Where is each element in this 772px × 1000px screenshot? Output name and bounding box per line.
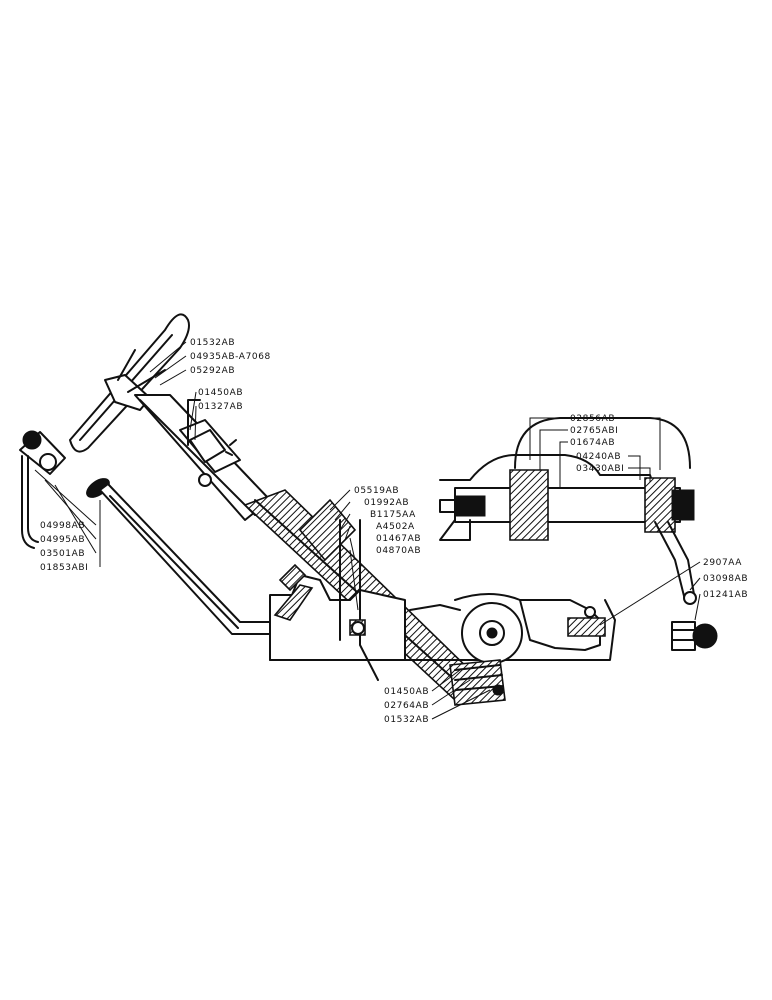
label-a4502a: A4502A: [376, 522, 415, 532]
label-04995ab: 04995AB: [40, 535, 85, 545]
steering-wheel: [69, 313, 190, 453]
label-03430abi: 03430ABI: [576, 464, 624, 474]
pitman-arm-linkage: [519, 599, 606, 651]
label-01674ab: 01674AB: [570, 438, 615, 448]
label-01532ab-top: 01532AB: [190, 338, 235, 348]
label-04998ab: 04998AB: [40, 521, 85, 531]
label-04240ab: 04240AB: [576, 452, 621, 462]
label-03098ab: 03098AB: [703, 574, 748, 584]
label-2907aa: 2907AA: [703, 558, 742, 568]
detail-view-drag-link: [439, 417, 697, 605]
label-01467ab: 01467AB: [376, 534, 421, 544]
label-01241ab: 01241AB: [703, 590, 748, 600]
label-04870ab: 04870AB: [376, 546, 421, 556]
label-03501ab: 03501AB: [40, 549, 85, 559]
left-ball-joint: [19, 430, 66, 549]
label-04935ab: 04935AB-A7068: [190, 352, 271, 362]
label-01327ab: 01327AB: [198, 402, 243, 412]
leader-lines: [34, 341, 701, 720]
steering-gear-housing: [269, 498, 616, 681]
label-05519ab: 05519AB: [354, 486, 399, 496]
label-02764ab: 02764AB: [384, 701, 429, 711]
label-02856ab: 02856AB: [570, 414, 615, 424]
label-01532ab-bottom: 01532AB: [384, 715, 429, 725]
label-02765abi: 02765ABI: [570, 426, 618, 436]
label-01450ab-bottom: 01450AB: [384, 687, 429, 697]
label-01853abi: 01853ABI: [40, 563, 88, 573]
worm-and-sector: [409, 593, 571, 706]
label-01450ab-top: 01450AB: [198, 388, 243, 398]
label-01992ab: 01992AB: [364, 498, 409, 508]
part-labels: 01532AB 04935AB-A7068 05292AB 01450AB 01…: [40, 338, 748, 725]
ball-stud-detail: [671, 621, 718, 651]
label-b1175aa: B1175AA: [370, 510, 416, 520]
label-05292ab: 05292AB: [190, 366, 235, 376]
